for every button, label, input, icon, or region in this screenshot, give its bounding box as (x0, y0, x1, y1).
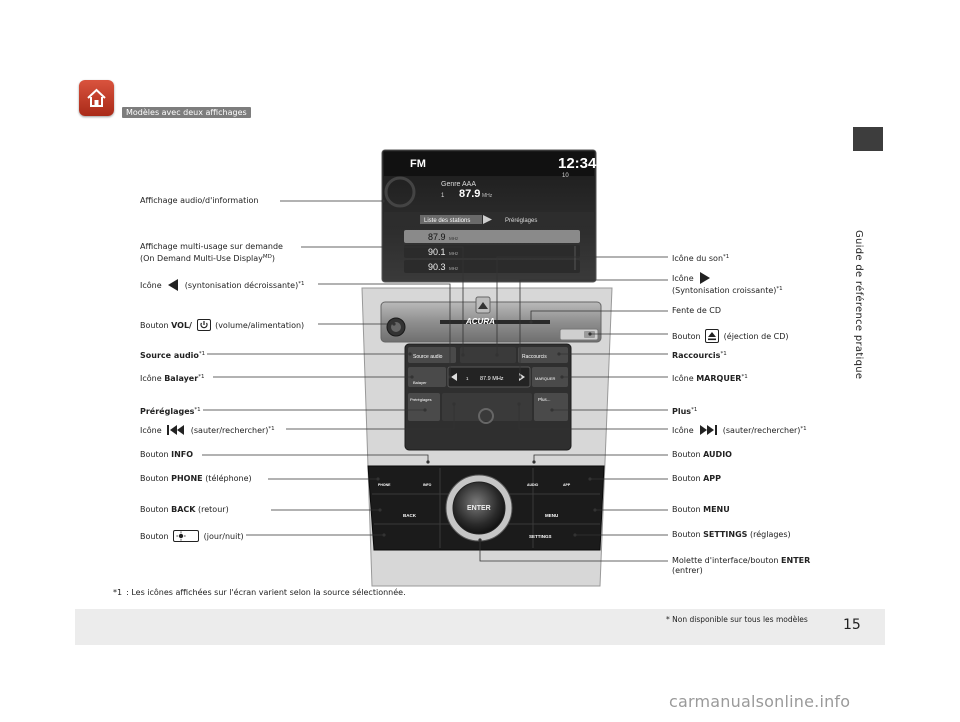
models-badge: Modèles avec deux affichages (122, 107, 251, 118)
screen-volume: 10 (562, 173, 569, 179)
station-1-unit: MHz (449, 236, 459, 241)
label-tune-up: Icône (Syntonisation croissante)*1 (672, 272, 783, 296)
tune-down-icon (166, 279, 180, 291)
label-vol: Bouton VOL/ (volume/alimentation) (140, 319, 304, 331)
station-2: 90.1 (428, 247, 446, 257)
hw-menu-label[interactable]: MENU (545, 513, 558, 518)
label-source: Source audio*1 (140, 349, 205, 361)
soft-frequency: 87.9 MHz (480, 376, 504, 382)
page-number: 15 (843, 617, 861, 633)
label-odmd: Affichage multi-usage sur demande (On De… (140, 242, 283, 264)
label-sound-icon: Icône du son*1 (672, 252, 729, 264)
label-balance: Icône Balayer*1 (140, 372, 204, 384)
station-2-unit: MHz (449, 251, 459, 256)
label-phone: Bouton PHONE (téléphone) (140, 474, 252, 484)
label-plus: Plus*1 (672, 405, 697, 417)
hw-phone-label[interactable]: PHONE (378, 483, 391, 487)
label-day-night: Bouton (jour/nuit) (140, 530, 244, 542)
label-audio-display: Affichage audio/d'information (140, 196, 258, 206)
home-button[interactable] (79, 80, 114, 116)
screen-band: FM (410, 158, 426, 170)
label-shortcuts: Raccourcis*1 (672, 349, 727, 361)
label-marker: Icône MARQUER*1 (672, 372, 748, 384)
label-cd-slot: Fente de CD (672, 306, 721, 316)
power-icon (197, 319, 211, 331)
side-tab[interactable] (853, 127, 883, 151)
tune-up-icon (698, 272, 712, 284)
station-3: 90.3 (428, 262, 446, 272)
hw-audio-label[interactable]: AUDIO (527, 483, 539, 487)
label-presets: Préréglages*1 (140, 405, 201, 417)
hw-back-label[interactable]: BACK (403, 513, 417, 518)
soft-presets[interactable]: Préréglages (410, 397, 432, 402)
hw-info-label[interactable]: INFO (423, 483, 432, 487)
soft-source[interactable]: Source audio (413, 354, 443, 360)
footnote: *1: Les icônes affichées sur l'écran var… (113, 588, 406, 597)
knob-label[interactable]: ENTER (467, 505, 491, 512)
label-back: Bouton BACK (retour) (140, 505, 229, 515)
day-night-icon (173, 530, 199, 542)
screen-freq-unit: MHz (482, 193, 493, 199)
screen-genre: Genre AAA (441, 181, 476, 188)
footer-note: * Non disponible sur tous les modèles (666, 615, 808, 624)
skip-back-icon (166, 424, 186, 436)
label-settings: Bouton SETTINGS (réglages) (672, 530, 791, 540)
screen-frequency: 87.9 (459, 188, 480, 200)
label-skip-fwd: Icône (sauter/rechercher)*1 (672, 424, 807, 436)
soft-marker[interactable]: MARQUER (535, 376, 556, 381)
label-skip-back: Icône (sauter/rechercher)*1 (140, 424, 275, 436)
home-icon (85, 86, 108, 110)
acura-logo: ACURA (465, 317, 495, 326)
soft-plus[interactable]: Plus... (538, 397, 551, 402)
tab-station-list: Liste des stations (424, 218, 470, 224)
skip-forward-icon (698, 424, 718, 436)
label-eject: Bouton (éjection de CD) (672, 329, 789, 343)
label-knob: Molette d'interface/bouton ENTER (entrer… (672, 556, 810, 576)
soft-balance[interactable]: Balayer (413, 380, 427, 385)
screen-clock: 12:34 (558, 155, 597, 172)
tab-presets: Préréglages (505, 218, 537, 224)
hw-settings-label[interactable]: SETTINGS (529, 534, 552, 539)
hw-app-label[interactable]: APP (563, 483, 571, 487)
label-info: Bouton INFO (140, 450, 193, 460)
label-app: Bouton APP (672, 474, 721, 484)
station-3-unit: MHz (449, 266, 459, 271)
soft-shortcuts[interactable]: Raccourcis (522, 354, 547, 360)
label-audio: Bouton AUDIO (672, 450, 732, 460)
label-menu: Bouton MENU (672, 505, 730, 515)
label-tune-down: Icône (syntonisation décroissante)*1 (140, 279, 304, 291)
station-1: 87.9 (428, 232, 446, 242)
eject-icon (705, 329, 719, 343)
watermark: carmanualsonline.info (669, 692, 850, 711)
console-unit (362, 288, 612, 586)
